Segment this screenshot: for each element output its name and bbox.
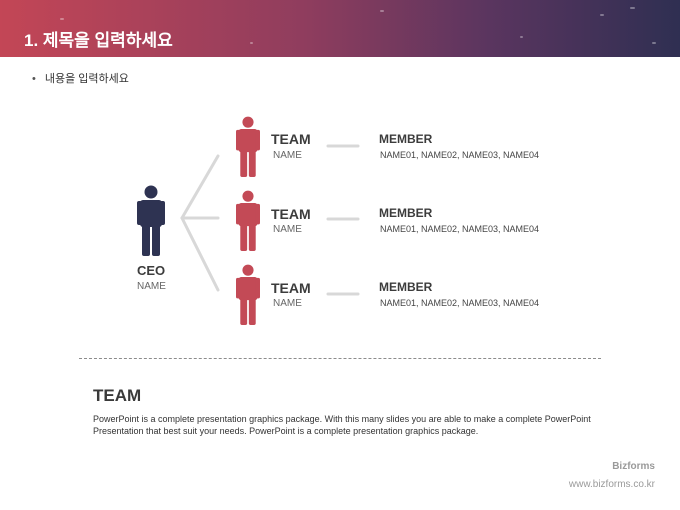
team-3-member-names: NAME01, NAME02, NAME03, NAME04 [380, 298, 540, 308]
team-3-title: TEAM [271, 280, 311, 296]
team-1-title: TEAM [271, 131, 311, 147]
bullet-dot: • [32, 73, 36, 85]
title-bar: 1. 제목을 입력하세요 [0, 0, 680, 57]
team-3-member-title: MEMBER [379, 280, 433, 294]
team-2-member-title: MEMBER [379, 206, 433, 220]
ceo-title: CEO [137, 263, 166, 278]
team-1-person-icon [236, 116, 260, 177]
bullet-text: 내용을 입력하세요 [44, 73, 129, 85]
connector-ceo-team-1 [180, 154, 220, 220]
brand-name: Bizforms [612, 461, 655, 472]
team-3-person-icon [236, 264, 260, 325]
team-2-person-icon [236, 190, 260, 251]
team-1-name: NAME [273, 150, 302, 161]
team-2-member-names: NAME01, NAME02, NAME03, NAME04 [380, 224, 540, 234]
team-2-name: NAME [273, 224, 302, 235]
brand-url: www.bizforms.co.kr [568, 479, 655, 490]
team-2-title: TEAM [271, 206, 311, 222]
footer-description: PowerPoint is a complete presentation gr… [93, 414, 591, 436]
bullet-item: • 내용을 입력하세요 [32, 70, 129, 86]
footer-title: TEAM [93, 386, 142, 405]
team-1-member-title: MEMBER [379, 132, 433, 146]
ceo-person-icon [137, 185, 165, 256]
team-1-member-names: NAME01, NAME02, NAME03, NAME04 [380, 150, 540, 160]
page-title: 1. 제목을 입력하세요 [24, 31, 173, 50]
ceo-name: NAME [137, 281, 166, 292]
dashed-divider [79, 358, 601, 359]
connector-ceo-team-3 [180, 216, 220, 292]
team-3-name: NAME [273, 298, 302, 309]
